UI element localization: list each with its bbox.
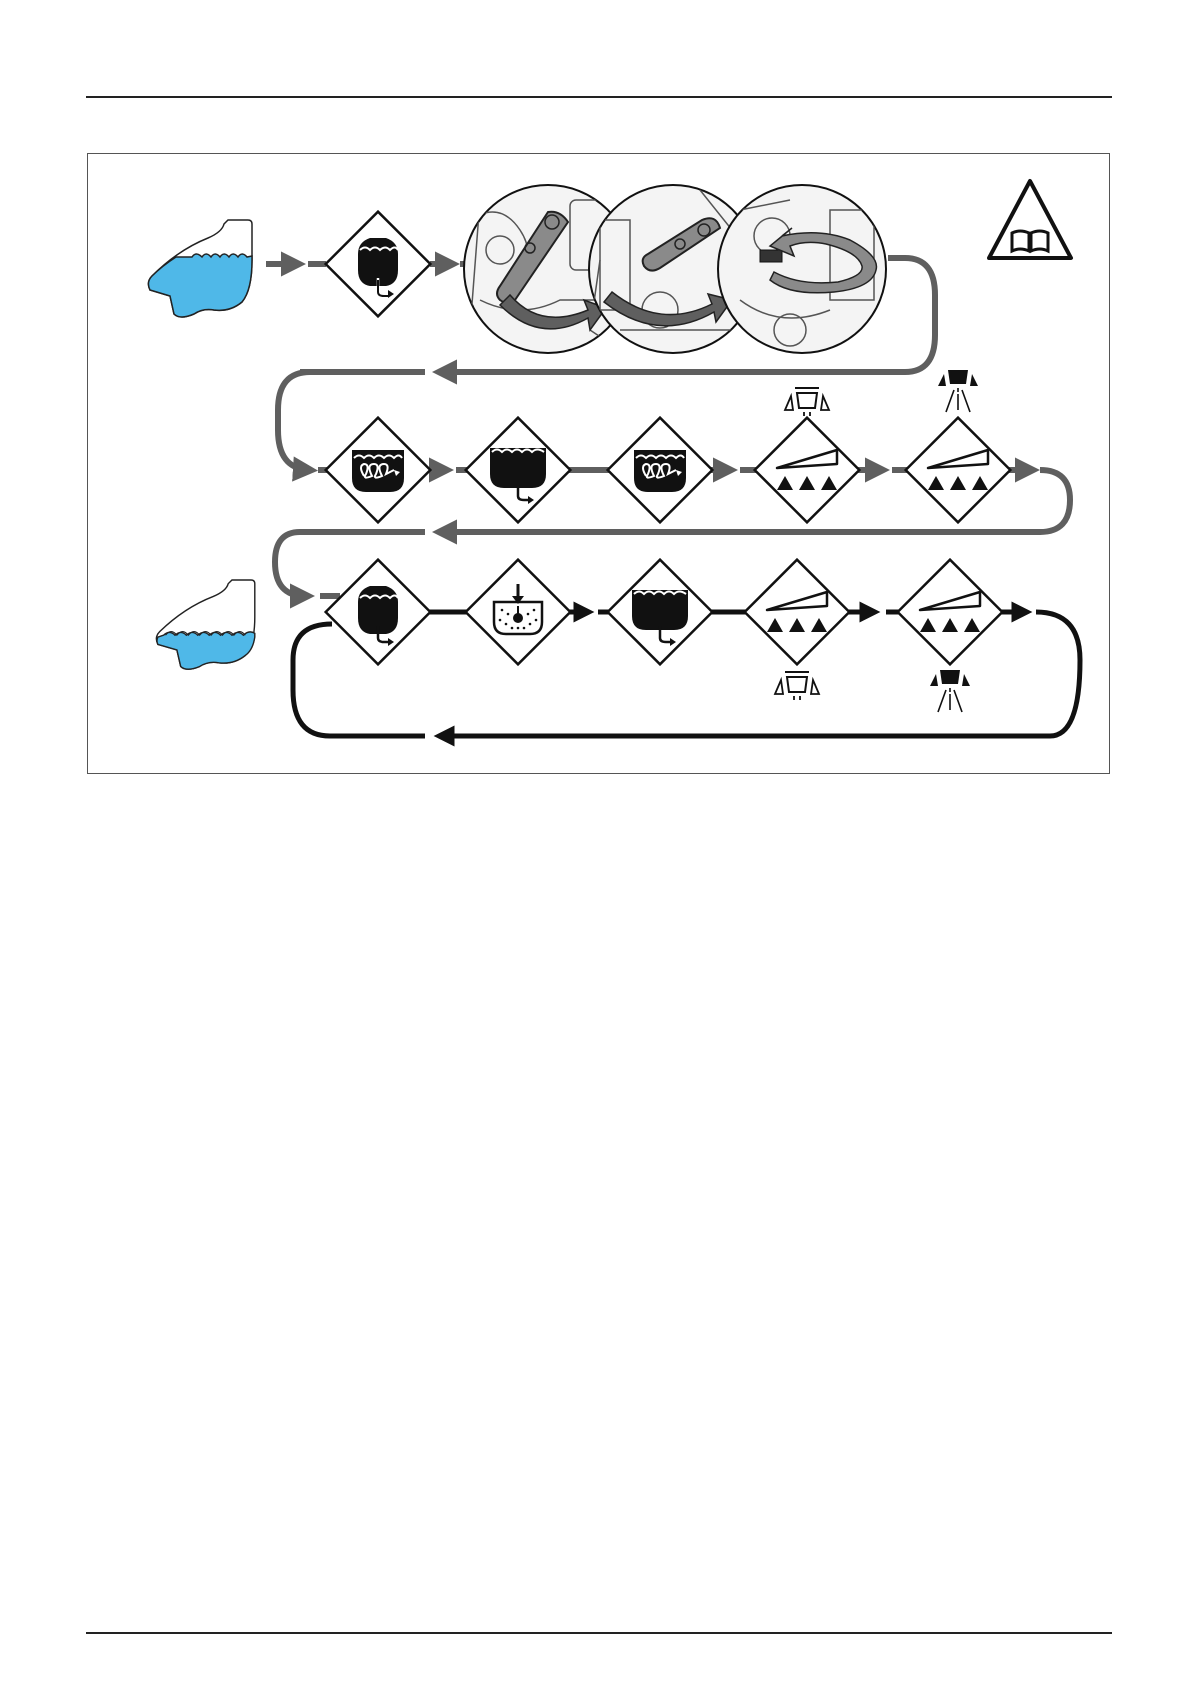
read-manual-icon	[989, 181, 1071, 258]
water-tank-icon	[156, 580, 254, 669]
nozzle-on-icon	[930, 670, 970, 712]
drain-main-tank-icon	[608, 560, 713, 665]
nozzle-on-icon	[938, 370, 978, 412]
drain-main-tank-icon	[466, 418, 571, 523]
water-tank-icon	[148, 220, 252, 317]
fill-filter-icon	[466, 560, 571, 665]
valve-lever-3-photo	[718, 185, 886, 353]
spray-boom-icon	[745, 560, 850, 665]
drain-tank-icon	[326, 560, 431, 665]
nozzle-off-icon	[775, 672, 819, 700]
rinse-tank-agitate-icon	[608, 418, 713, 523]
drain-tank-icon	[326, 212, 431, 317]
spray-boom-icon	[906, 418, 1011, 523]
spray-boom-icon	[755, 418, 860, 523]
nozzle-off-icon	[785, 388, 829, 416]
rinse-tank-agitate-icon	[326, 418, 431, 523]
spray-boom-icon	[898, 560, 1003, 665]
